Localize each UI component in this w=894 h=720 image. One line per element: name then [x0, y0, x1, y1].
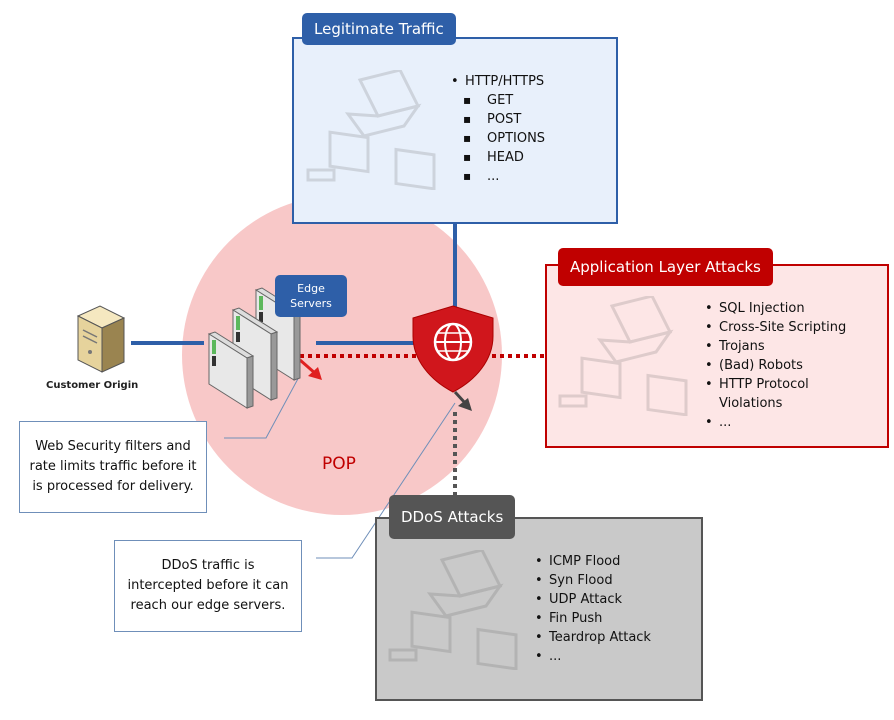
callout-leader-web — [224, 374, 301, 439]
callout-leader-ddos — [316, 402, 456, 559]
faded-computers-ddos — [388, 550, 518, 670]
laptop-icon — [596, 296, 674, 364]
ddos-list: ICMP Flood Syn Flood UDP Attack Fin Push… — [533, 552, 693, 666]
faded-computers-legit — [306, 70, 436, 190]
legitimate-traffic-header: Legitimate Traffic — [302, 13, 456, 45]
app-attacks-header: Application Layer Attacks — [558, 248, 773, 286]
list-item: ... — [449, 167, 609, 186]
ddos-callout: DDoS traffic is intercepted before it ca… — [114, 540, 302, 632]
list-item: HTTP Protocol Violations — [703, 375, 829, 413]
laptop-icon — [426, 550, 504, 618]
pop-label: POP — [322, 454, 356, 474]
desktop-icon — [646, 373, 688, 416]
list-item: HEAD — [449, 148, 609, 167]
edge-servers-label: Edge Servers — [275, 275, 347, 317]
globe-shield-icon — [412, 305, 494, 393]
list-item: Fin Push — [533, 609, 693, 628]
customer-origin-label: Customer Origin — [46, 380, 139, 391]
list-item: HTTP/HTTPS — [449, 72, 609, 91]
list-item: GET — [449, 91, 609, 110]
laptop-icon — [344, 70, 422, 138]
list-item: POST — [449, 110, 609, 129]
desktop-icon — [306, 130, 370, 182]
desktop-icon — [394, 147, 436, 190]
list-item: ... — [533, 647, 693, 666]
list-item: ... — [703, 413, 883, 432]
list-item: OPTIONS — [449, 129, 609, 148]
desktop-icon — [476, 627, 518, 670]
list-item: Trojans — [703, 337, 883, 356]
desktop-icon — [388, 610, 452, 662]
desktop-icon — [558, 356, 622, 408]
list-item: Syn Flood — [533, 571, 693, 590]
ddos-attacks-header: DDoS Attacks — [389, 495, 516, 539]
list-item: UDP Attack — [533, 590, 693, 609]
dark-arrow-icon — [453, 390, 472, 411]
list-item: Cross-Site Scripting — [703, 318, 883, 337]
list-item: Teardrop Attack — [533, 628, 693, 647]
legitimate-list: HTTP/HTTPS GET POST OPTIONS HEAD ... — [449, 72, 609, 186]
server-tower-icon — [76, 305, 126, 373]
list-item: (Bad) Robots — [703, 356, 883, 375]
faded-computers-app — [558, 296, 688, 416]
app-attacks-list: SQL Injection Cross-Site Scripting Troja… — [703, 299, 883, 432]
web-security-callout: Web Security filters and rate limits tra… — [19, 421, 207, 513]
red-arrow-icon — [299, 358, 322, 380]
list-item: ICMP Flood — [533, 552, 693, 571]
list-item: SQL Injection — [703, 299, 883, 318]
